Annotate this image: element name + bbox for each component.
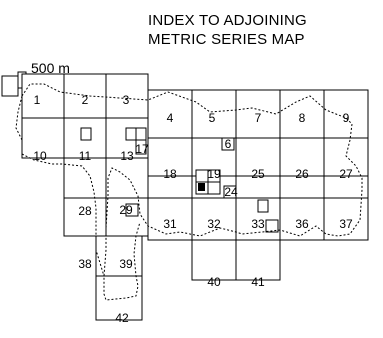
inset-box-29 xyxy=(125,203,139,217)
sheet-label: 2 xyxy=(82,93,89,107)
area-boundary xyxy=(21,83,363,301)
sheet-cells xyxy=(21,73,369,321)
sheet-label: 18 xyxy=(163,167,177,181)
scale-marker-box-1 xyxy=(1,75,19,97)
sheet-label: 1 xyxy=(34,93,41,107)
sheet-label: 29 xyxy=(119,203,133,217)
sheet-26-cell[interactable] xyxy=(279,137,325,177)
scale-label: 500 m xyxy=(31,60,70,76)
area-boundary-west xyxy=(15,95,105,277)
sheet-label: 19 xyxy=(207,167,221,181)
sheet-40-cell[interactable] xyxy=(191,239,237,281)
sheet-label: 13 xyxy=(120,149,134,163)
sheet-25-cell[interactable] xyxy=(235,137,281,177)
inset-box-33a xyxy=(257,199,269,213)
sheet-36-cell[interactable] xyxy=(279,197,325,241)
inset-boxes xyxy=(80,127,279,233)
inset-box-17 xyxy=(135,139,147,155)
sheet-9-cell[interactable] xyxy=(323,89,369,139)
sheet-label: 9 xyxy=(343,111,350,125)
sheet-label: 3 xyxy=(123,93,130,107)
sheet-32-cell[interactable] xyxy=(191,197,237,241)
sheet-label: 40 xyxy=(207,275,221,289)
sheet-label: 25 xyxy=(251,167,265,181)
sheet-label: 33 xyxy=(251,217,265,231)
sheet-label: 8 xyxy=(299,111,306,125)
inset-box-6 xyxy=(221,137,235,151)
sheet-label: 39 xyxy=(119,257,133,271)
inset-box-33b xyxy=(265,219,279,233)
inset-box-24 xyxy=(223,185,237,199)
sheet-7-cell[interactable] xyxy=(235,89,281,139)
sheet-label: 24 xyxy=(224,185,238,199)
sheet-41-cell[interactable] xyxy=(235,239,281,281)
sheet-label: 38 xyxy=(78,257,92,271)
sheet-label: 7 xyxy=(255,111,262,125)
sheet-28-cell[interactable] xyxy=(63,157,107,199)
sheet-label: 37 xyxy=(339,217,353,231)
inset-box-19-filled xyxy=(198,183,205,191)
sheet-label: 28 xyxy=(78,204,92,218)
sheet-label: 41 xyxy=(251,275,265,289)
sheet-label: 31 xyxy=(163,217,177,231)
sheet-10-cell[interactable] xyxy=(21,117,65,159)
sheet-label: 5 xyxy=(209,111,216,125)
sheet-label: 32 xyxy=(207,217,221,231)
sheet-label: 17 xyxy=(135,142,149,156)
sheet-label: 10 xyxy=(33,149,47,163)
sheet-label: 4 xyxy=(167,111,174,125)
sheet-label: 26 xyxy=(295,167,309,181)
inset-box-13a xyxy=(125,127,137,141)
map-title-line-2: METRIC SERIES MAP xyxy=(148,31,305,48)
sheet-label: 27 xyxy=(339,167,353,181)
map-title-line-1: INDEX TO ADJOINING xyxy=(148,12,307,29)
sheet-labels: 1 2 3 4 5 6 7 8 9 10 11 13 17 18 19 24 2… xyxy=(33,93,353,325)
inset-box-19d xyxy=(207,181,221,195)
inset-box-13b xyxy=(135,127,147,141)
sheet-label: 42 xyxy=(115,311,129,325)
sheet-2-cell[interactable] xyxy=(63,73,107,119)
inset-box-11 xyxy=(80,127,92,141)
sheet-1-cell[interactable] xyxy=(21,73,65,119)
sheet-27-cell[interactable] xyxy=(323,137,369,177)
sheet-37-cell[interactable] xyxy=(323,197,369,241)
sheet-label: 36 xyxy=(295,217,309,231)
inset-box-19a xyxy=(195,169,209,183)
sheet-29-cell[interactable] xyxy=(105,157,149,199)
sheet-label: 6 xyxy=(225,137,232,151)
sheet-label: 11 xyxy=(79,149,92,163)
